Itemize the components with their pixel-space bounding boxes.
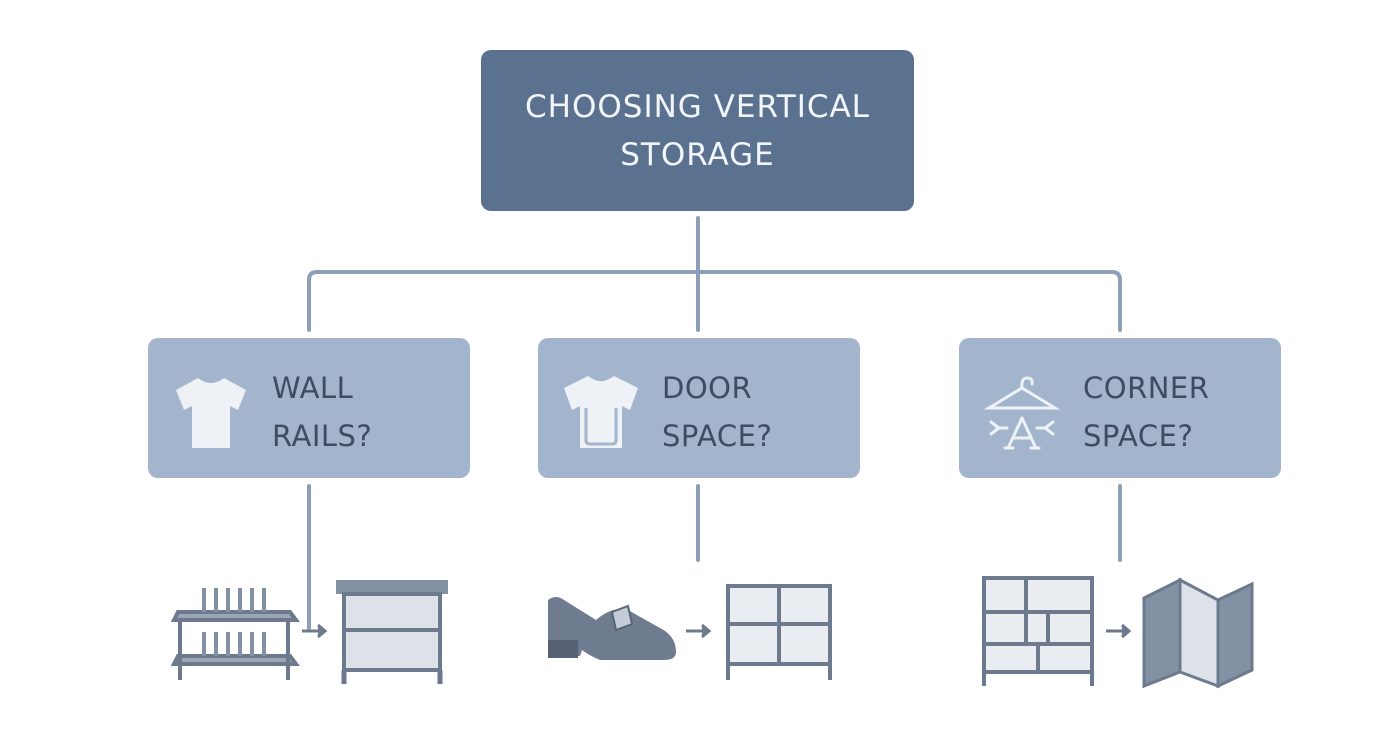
connector-branch-bar bbox=[307, 270, 1122, 332]
t-shirt-icon bbox=[176, 376, 246, 448]
root-title-line2: STORAGE bbox=[620, 136, 775, 173]
shoe-icon bbox=[548, 597, 676, 660]
tiered-rack-icon bbox=[170, 588, 300, 680]
arrow-right-icon bbox=[302, 623, 328, 639]
hanger-icon bbox=[983, 376, 1061, 450]
option-wall-line2: RAILS? bbox=[272, 419, 373, 453]
option-corner-space: CORNER SPACE? bbox=[959, 338, 1281, 478]
arrow-right-icon bbox=[1106, 623, 1132, 639]
arrow-right-icon bbox=[686, 623, 712, 639]
root-title-line1: CHOOSING VERTICAL bbox=[525, 88, 870, 125]
option-wall-rails: WALL RAILS? bbox=[148, 338, 470, 478]
grid-shelf-icon bbox=[982, 576, 1094, 686]
option-corner-line2: SPACE? bbox=[1083, 419, 1194, 453]
root-node: CHOOSING VERTICAL STORAGE bbox=[481, 50, 914, 211]
option-wall-line1: WALL bbox=[272, 371, 354, 405]
option-door-space: DOOR SPACE? bbox=[538, 338, 860, 478]
drawer-cabinet-icon bbox=[336, 580, 448, 684]
option-door-line1: DOOR bbox=[662, 371, 753, 405]
cubby-shelf-icon bbox=[726, 584, 832, 680]
option-door-line2: SPACE? bbox=[662, 419, 773, 453]
folding-screen-icon bbox=[1142, 577, 1254, 689]
option-corner-line1: CORNER bbox=[1083, 371, 1210, 405]
t-shirt-outline-icon bbox=[564, 375, 638, 448]
